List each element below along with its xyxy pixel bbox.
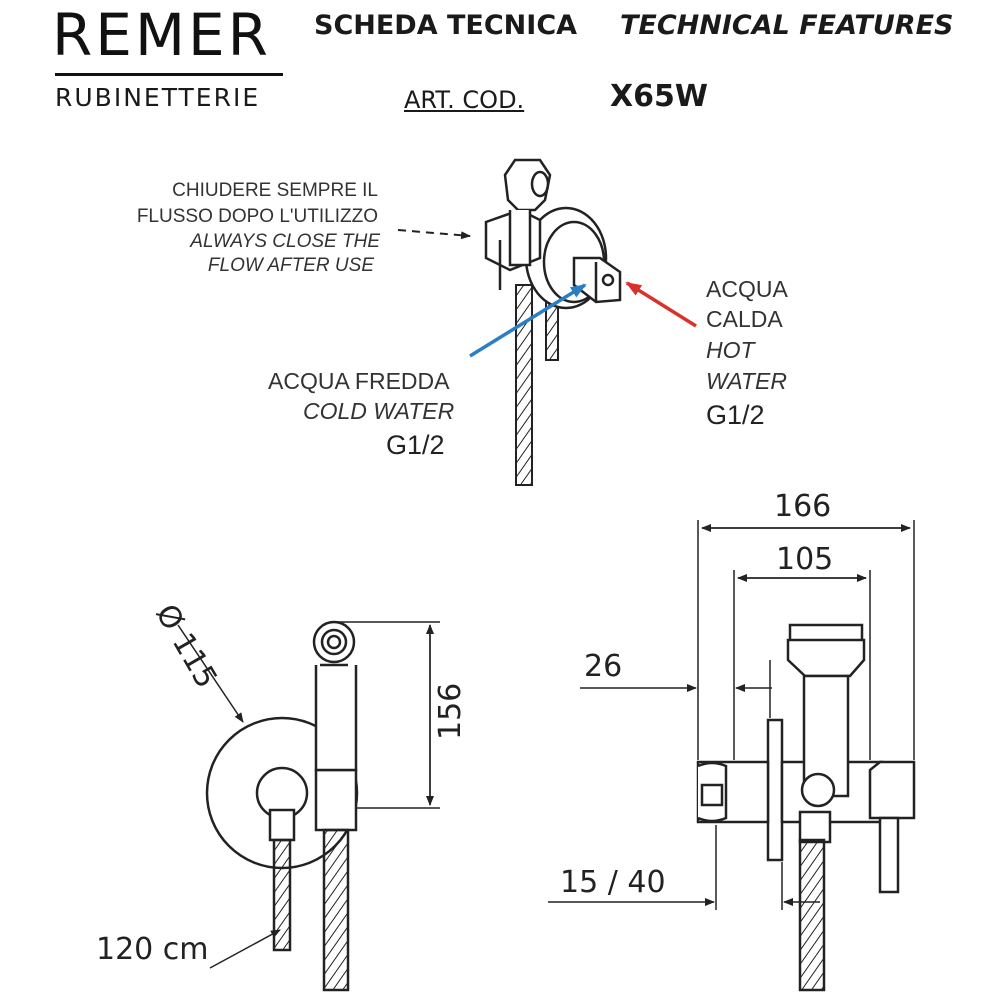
dim-inner-width: 105 bbox=[776, 542, 834, 577]
hot-thread-size: G1/2 bbox=[706, 400, 765, 430]
cold-label-it: ACQUA FREDDA bbox=[268, 368, 450, 394]
perspective-view bbox=[484, 158, 622, 486]
note-close-en-1: ALWAYS CLOSE THE bbox=[190, 231, 380, 252]
note-leader-line bbox=[397, 229, 471, 240]
title-italian: SCHEDA TECNICA bbox=[314, 10, 578, 41]
note-close-it-1: CHIUDERE SEMPRE IL bbox=[172, 180, 378, 201]
hot-label-it-2: CALDA bbox=[706, 306, 783, 332]
cold-thread-size: G1/2 bbox=[386, 430, 445, 460]
side-view bbox=[696, 623, 916, 992]
hot-water-arrow bbox=[625, 281, 697, 328]
article-code-value: X65W bbox=[610, 79, 708, 114]
front-view bbox=[205, 620, 359, 992]
dim-wall-range: 15 / 40 bbox=[560, 865, 666, 900]
brand-divider bbox=[55, 73, 283, 76]
dim-depth: 26 bbox=[584, 649, 623, 684]
brand-logo-name: REMER bbox=[52, 1, 271, 69]
title-english: TECHNICAL FEATURES bbox=[620, 10, 954, 41]
dim-hose-length: 120 cm bbox=[96, 932, 209, 967]
brand-subtitle: RUBINETTERIE bbox=[55, 83, 261, 112]
hot-label-en-1: HOT bbox=[706, 337, 755, 363]
article-code-label: ART. COD. bbox=[404, 86, 525, 114]
hot-label-en-2: WATER bbox=[706, 368, 787, 394]
dim-height: 156 bbox=[433, 682, 468, 740]
note-close-it-2: FLUSSO DOPO L'UTILIZZO bbox=[136, 206, 378, 227]
note-close-en-2: FLOW AFTER USE bbox=[207, 255, 374, 276]
cold-label-en: COLD WATER bbox=[303, 398, 455, 424]
front-view-dimensions bbox=[177, 621, 440, 969]
dim-total-width: 166 bbox=[774, 489, 832, 524]
side-view-dimensions bbox=[548, 520, 915, 910]
hot-label-it-1: ACQUA bbox=[706, 276, 788, 302]
cold-water-arrow bbox=[469, 283, 587, 358]
